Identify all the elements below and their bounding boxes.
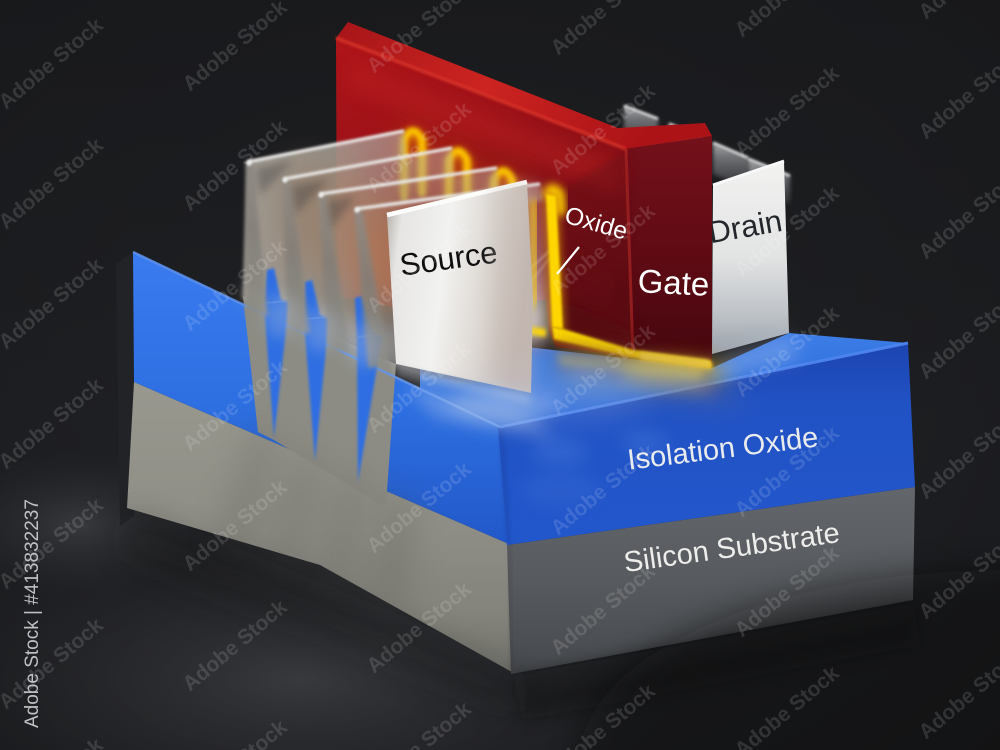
svg-text:Gate: Gate xyxy=(637,262,710,303)
svg-text:Adobe Stock | #413832237: Adobe Stock | #413832237 xyxy=(22,499,43,728)
